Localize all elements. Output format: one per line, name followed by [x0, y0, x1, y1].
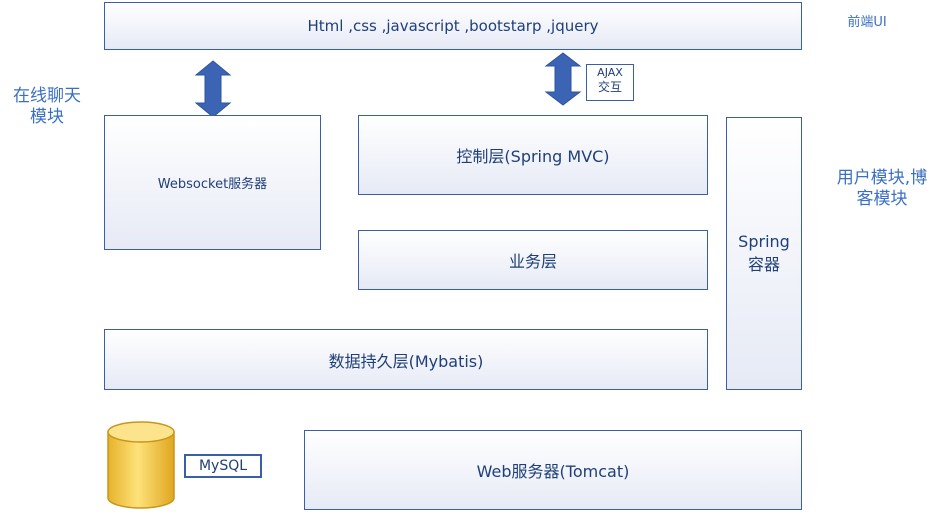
chat-module-label-line2: 模块	[30, 107, 64, 128]
spring-container-label-line1: Spring	[738, 232, 790, 252]
web-server-label: Web服务器(Tomcat)	[476, 462, 630, 481]
frontend-side-label: 前端UI	[847, 15, 887, 30]
persistence-layer-box: 数据持久层(Mybatis)	[104, 329, 708, 390]
user-module-label-line1: 用户模块,博	[836, 168, 928, 188]
persistence-layer-label: 数据持久层(Mybatis)	[328, 351, 484, 371]
controller-layer-box: 控制层(Spring MVC)	[358, 115, 708, 195]
ajax-double-arrow-shape	[544, 52, 582, 106]
ajax-label-line1: AJAX	[597, 66, 623, 79]
web-server-box: Web服务器(Tomcat)	[304, 430, 802, 510]
ajax-double-arrow	[544, 52, 582, 106]
service-layer-label: 业务层	[508, 252, 557, 271]
frontend-stack-label: Html ,css ,javascript ,bootstarp ,jquery	[307, 17, 599, 35]
mysql-label: MySQL	[198, 458, 248, 474]
websocket-double-arrow-shape	[194, 60, 232, 118]
ajax-label-line2: 交互	[597, 80, 622, 94]
frontend-box: Html ,css ,javascript ,bootstarp ,jquery	[104, 2, 802, 50]
database-cylinder-icon	[107, 421, 175, 509]
websocket-double-arrow	[194, 60, 232, 118]
websocket-server-box: Websocket服务器	[104, 115, 321, 250]
user-module-label: 用户模块,博 客模块	[826, 168, 938, 211]
chat-module-label: 在线聊天 模块	[2, 86, 92, 129]
database-cylinder-body	[107, 431, 175, 509]
controller-layer-label: 控制层(Spring MVC)	[456, 147, 610, 166]
spring-container-label-line2: 容器	[747, 254, 780, 274]
database-cylinder-top	[107, 421, 175, 443]
user-module-label-line2: 客模块	[856, 189, 908, 210]
spring-container-box: Spring 容器	[726, 117, 802, 390]
chat-module-label-line1: 在线聊天	[13, 86, 81, 106]
websocket-server-label: Websocket服务器	[157, 177, 268, 192]
service-layer-box: 业务层	[358, 230, 708, 290]
ajax-label-box: AJAX 交互	[586, 64, 634, 101]
mysql-label-box: MySQL	[184, 454, 262, 478]
